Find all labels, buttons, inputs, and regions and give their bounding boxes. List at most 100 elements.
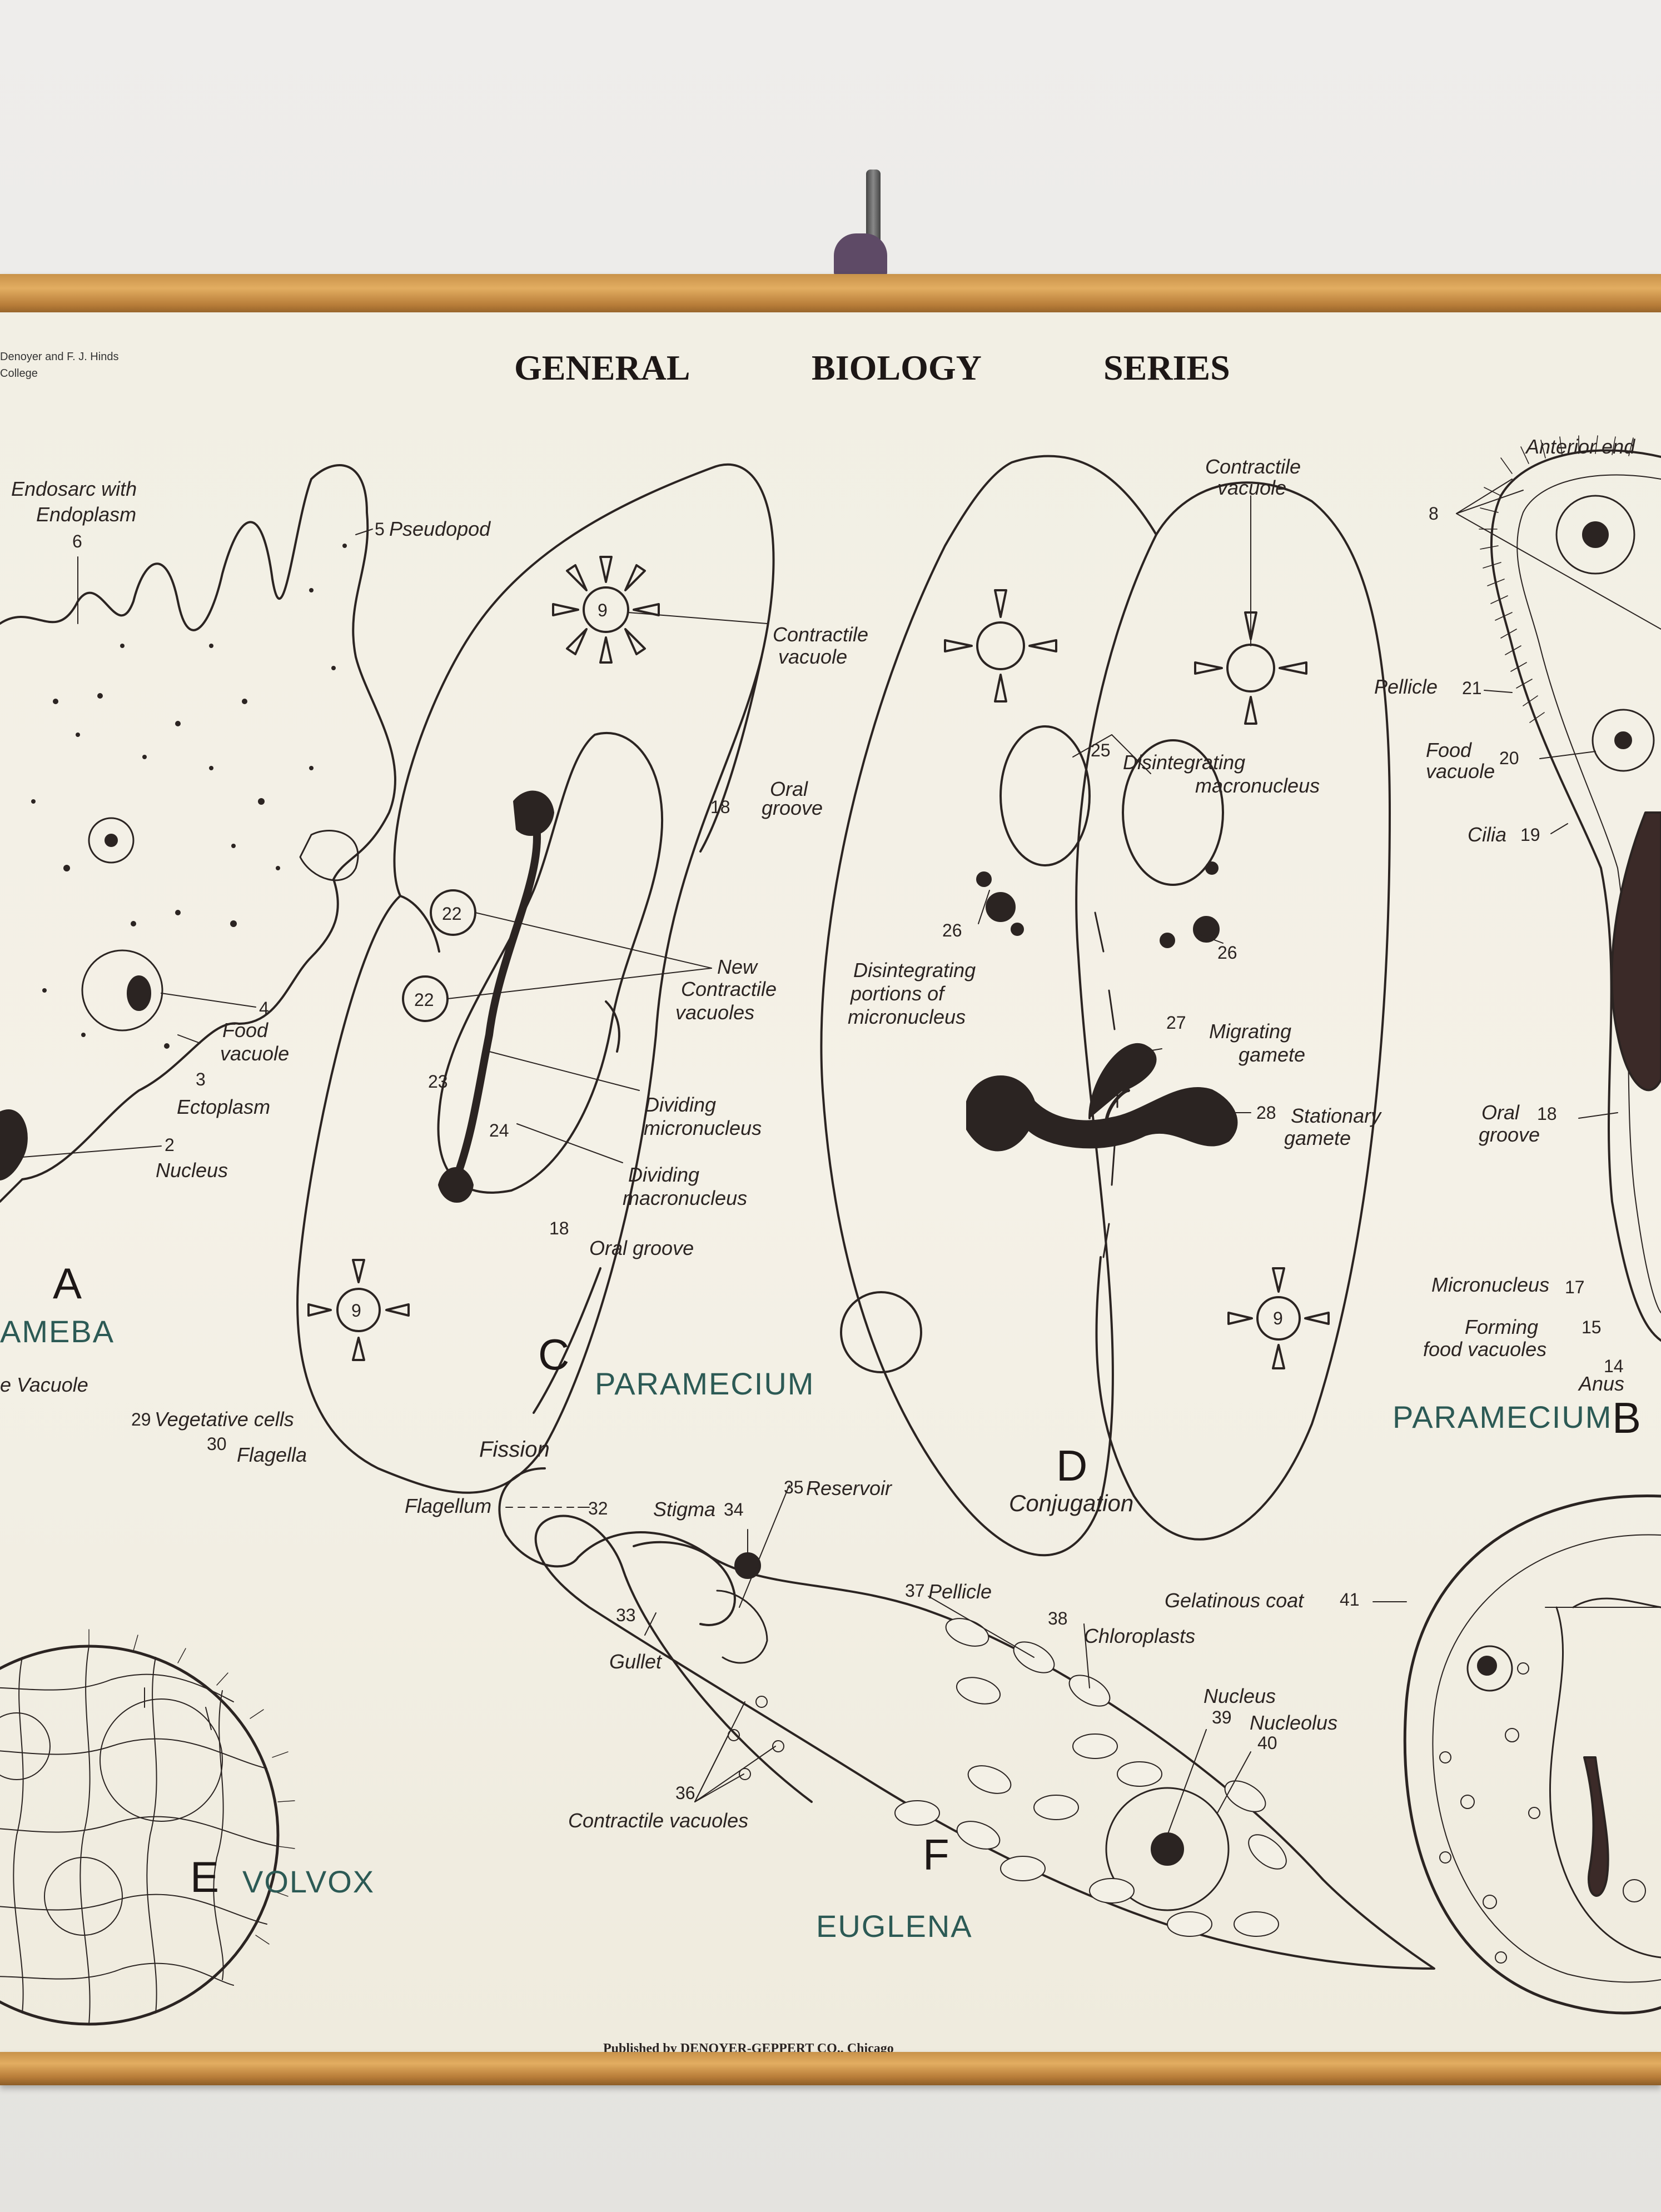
- num-33: 33: [616, 1605, 636, 1625]
- label-pellicle-f: Pellicle: [928, 1580, 992, 1603]
- num-4: 4: [259, 998, 269, 1018]
- label-anus: Anus: [1579, 1372, 1625, 1395]
- label-contractile-2: vacuole: [778, 645, 848, 668]
- num-9-fission-b: 9: [351, 1301, 361, 1321]
- label-disint-mic-2: portions of: [851, 982, 944, 1005]
- num-18-fission-b: 18: [549, 1218, 569, 1238]
- num-26-b: 26: [1217, 943, 1237, 963]
- label-stigma: Stigma: [653, 1498, 716, 1521]
- num-27: 27: [1166, 1013, 1186, 1033]
- label-div-mac-2: macronucleus: [623, 1187, 748, 1209]
- conjugation-vacuole-star-3: [1227, 1267, 1330, 1369]
- panel-letter-a: A: [53, 1259, 82, 1308]
- label-micronucleus-b: Micronucleus: [1431, 1273, 1550, 1296]
- num-22-a: 22: [442, 904, 462, 924]
- chloroplasts: [894, 1618, 1287, 1937]
- num-36: 36: [675, 1783, 695, 1803]
- panel-letter-c: C: [538, 1330, 570, 1379]
- panel-g-illustration: [1372, 1494, 1661, 2015]
- num-23: 23: [428, 1072, 448, 1092]
- label-stationary-1: Stationary: [1291, 1104, 1381, 1127]
- panel-letter-b: B: [1612, 1393, 1642, 1442]
- label-vegetative: Vegetative cells: [155, 1408, 294, 1431]
- label-forming-1: Forming: [1465, 1316, 1539, 1338]
- label-endosarc: Endosarc with: [11, 477, 137, 500]
- label-contractile-vacuoles: Contractile vacuoles: [568, 1809, 749, 1832]
- label-flagellum: Flagellum: [405, 1494, 492, 1517]
- label-conjugation: Conjugation: [1009, 1490, 1134, 1516]
- panel-name-ameba: AMEBA: [0, 1314, 115, 1349]
- label-disint-mac-1: Disintegrating: [1123, 751, 1246, 774]
- ameba-granules: [31, 544, 347, 1049]
- label-conj-contractile-2: vacuole: [1217, 476, 1287, 499]
- label-gullet: Gullet: [609, 1650, 662, 1673]
- label-disint-mic-1: Disintegrating: [853, 959, 976, 982]
- label-endoplasm: Endoplasm: [36, 503, 137, 526]
- chart-illustrations: [0, 435, 1661, 2026]
- label-migrating-2: gamete: [1239, 1043, 1306, 1066]
- euglena-illustration: [498, 1467, 1435, 1970]
- panel-letter-e: E: [190, 1852, 220, 1901]
- label-new-1: New: [717, 955, 758, 978]
- label-ectoplasm: Ectoplasm: [177, 1095, 271, 1118]
- contractile-vacuole-star-lower: [307, 1259, 410, 1361]
- panel-name-paramecium-c: PARAMECIUM: [595, 1366, 815, 1401]
- num-26-a: 26: [942, 920, 962, 940]
- label-forming-2: food vacuoles: [1423, 1338, 1547, 1361]
- paramecium-b-illustration: [1456, 435, 1661, 1342]
- title-word-biology: BIOLOGY: [812, 348, 982, 387]
- num-41: 41: [1340, 1590, 1360, 1610]
- label-conj-contractile-1: Contractile: [1205, 455, 1301, 478]
- num-29: 29: [131, 1409, 151, 1429]
- num-30: 30: [207, 1434, 227, 1454]
- cilia-fringe: [1479, 435, 1634, 723]
- label-pseudopod: Pseudopod: [389, 517, 491, 540]
- num-32: 32: [588, 1498, 608, 1518]
- contractile-vacuole-star: [552, 556, 660, 664]
- num-24: 24: [489, 1120, 509, 1140]
- num-5: 5: [375, 519, 385, 539]
- label-nucleus-f: Nucleus: [1204, 1685, 1276, 1707]
- credit-line-2: College: [0, 367, 38, 380]
- title-word-series: SERIES: [1103, 348, 1230, 387]
- label-stationary-2: gamete: [1284, 1127, 1351, 1149]
- label-food-b-1: Food: [1426, 739, 1472, 761]
- num-21: 21: [1462, 678, 1482, 698]
- num-22-b: 22: [414, 990, 434, 1010]
- label-div-mic-1: Dividing: [645, 1093, 717, 1116]
- num-38: 38: [1048, 1608, 1068, 1628]
- num-19: 19: [1520, 825, 1540, 845]
- label-gelatinous-coat: Gelatinous coat: [1165, 1589, 1304, 1612]
- num-25: 25: [1091, 740, 1111, 760]
- num-6: 6: [72, 531, 82, 551]
- hanging-strap: [834, 233, 887, 278]
- credit-line-1: Denoyer and F. J. Hinds: [0, 351, 119, 363]
- label-nucleolus: Nucleolus: [1250, 1711, 1338, 1734]
- num-18-b: 18: [1537, 1104, 1557, 1124]
- num-39: 39: [1212, 1707, 1232, 1727]
- label-disint-mac-2: macronucleus: [1195, 774, 1320, 797]
- label-food-b-2: vacuole: [1426, 760, 1495, 783]
- num-3: 3: [196, 1069, 206, 1089]
- num-9-fission: 9: [598, 600, 608, 620]
- num-34: 34: [724, 1499, 744, 1519]
- bottom-wooden-rod: [0, 2052, 1661, 2085]
- num-37: 37: [905, 1581, 925, 1601]
- title-word-general: GENERAL: [514, 348, 690, 387]
- label-food-2: vacuole: [220, 1042, 290, 1065]
- num-40: 40: [1257, 1733, 1277, 1753]
- label-chloroplasts: Chloroplasts: [1084, 1625, 1196, 1647]
- top-wooden-rod: [0, 274, 1661, 315]
- label-fission: Fission: [479, 1437, 550, 1462]
- volvox-illustration: [0, 1629, 295, 2026]
- num-18-fission: 18: [710, 797, 730, 817]
- num-8: 8: [1429, 504, 1439, 524]
- label-oral-groove: Oral groove: [589, 1237, 694, 1259]
- num-28: 28: [1256, 1103, 1276, 1123]
- label-pellicle-b: Pellicle: [1374, 675, 1438, 698]
- num-35: 35: [784, 1477, 804, 1497]
- label-volvox-vacuole: e Vacuole: [0, 1373, 88, 1396]
- ameba-illustration: [0, 464, 396, 1203]
- label-new-2: Contractile: [681, 978, 777, 1000]
- label-reservoir: Reservoir: [806, 1477, 892, 1499]
